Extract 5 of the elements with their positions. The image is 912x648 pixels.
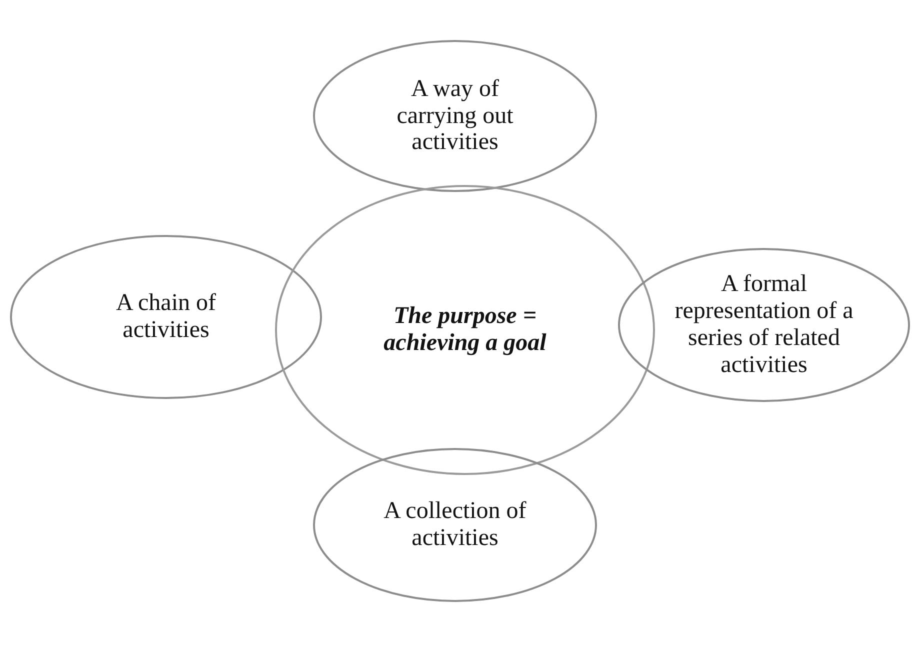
ellipse-text: The purpose = achieving a goal [382,303,548,357]
ellipse-text: A formal representation of a series of related activities [674,271,854,379]
ellipse-text: A collection of activities [382,498,528,552]
ellipse-text: A chain of activities [115,290,217,344]
ellipse-text: A way of carrying out activities [396,76,514,156]
